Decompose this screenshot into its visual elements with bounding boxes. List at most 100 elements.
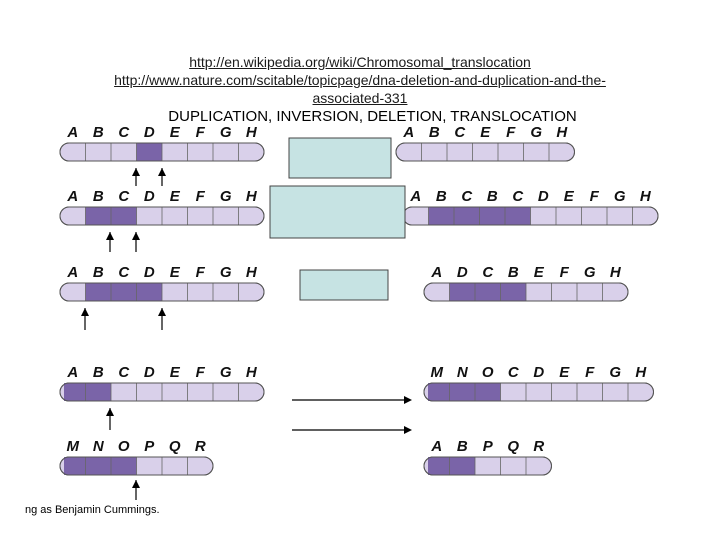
gene-label: D — [457, 264, 468, 281]
label-box-2 — [269, 185, 406, 239]
translocation-arrow-head — [404, 396, 412, 404]
gene-label: D — [144, 124, 155, 141]
gene-label: G — [220, 364, 232, 381]
gene-label: G — [584, 264, 596, 281]
link-nature-line1[interactable]: http://www.nature.com/scitable/topicpage… — [114, 72, 606, 88]
gene-label: F — [196, 124, 206, 141]
chromosome-outline — [59, 142, 265, 162]
highlighted-segment — [64, 383, 86, 401]
gene-label: O — [482, 364, 494, 381]
gene-label: F — [196, 188, 206, 205]
gene-label: H — [635, 364, 647, 381]
highlighted-segment — [500, 283, 526, 301]
highlighted-segment — [454, 207, 480, 225]
break-arrow-head — [106, 232, 114, 240]
chromosome-outline — [59, 382, 265, 402]
gene-label: A — [66, 188, 78, 205]
break-arrow-head — [132, 232, 140, 240]
gene-label: F — [590, 188, 600, 205]
gene-label: D — [144, 188, 155, 205]
highlighted-segment — [428, 383, 450, 401]
gene-label: F — [560, 264, 570, 281]
gene-label: F — [506, 124, 516, 141]
gene-label: H — [246, 188, 258, 205]
gene-label: A — [409, 188, 421, 205]
highlighted-segment — [475, 383, 501, 401]
gene-label: E — [534, 264, 545, 281]
link-nature-line2[interactable]: associated-331 — [312, 90, 408, 106]
highlighted-segment — [428, 457, 450, 475]
gene-label: H — [610, 264, 622, 281]
gene-label: G — [220, 124, 232, 141]
gene-label: Q — [169, 438, 181, 455]
gene-label: M — [431, 364, 444, 381]
gene-label: M — [67, 438, 80, 455]
gene-label: H — [640, 188, 652, 205]
highlighted-segment — [505, 207, 531, 225]
highlighted-segment — [136, 143, 162, 161]
label-box-1 — [288, 137, 392, 179]
gene-label: F — [196, 364, 206, 381]
gene-label: E — [170, 364, 181, 381]
gene-label: D — [144, 364, 155, 381]
gene-label: C — [512, 188, 524, 205]
gene-label: B — [457, 438, 468, 455]
highlighted-segment — [111, 457, 137, 475]
gene-label: D — [144, 264, 155, 281]
highlighted-segment — [64, 457, 86, 475]
gene-label: B — [93, 124, 104, 141]
break-arrow-head — [132, 168, 140, 176]
gene-label: C — [454, 124, 466, 141]
highlighted-segment — [479, 207, 505, 225]
highlighted-segment — [111, 207, 137, 225]
break-arrow-head — [158, 308, 166, 316]
gene-label: H — [556, 124, 568, 141]
gene-label: N — [93, 438, 105, 455]
gene-label: E — [564, 188, 575, 205]
highlighted-segment — [111, 283, 137, 301]
label-box-3 — [299, 269, 389, 301]
gene-label: A — [66, 124, 78, 141]
gene-label: G — [530, 124, 542, 141]
gene-label: E — [170, 264, 181, 281]
gene-label: H — [246, 264, 258, 281]
gene-label: A — [66, 364, 78, 381]
gene-label: C — [461, 188, 473, 205]
highlighted-segment — [449, 283, 475, 301]
gene-label: R — [533, 438, 544, 455]
gene-label: F — [585, 364, 595, 381]
gene-label: B — [508, 264, 519, 281]
translocation-arrow-head — [404, 426, 412, 434]
highlighted-segment — [136, 283, 162, 301]
gene-label: P — [144, 438, 155, 455]
gene-label: B — [487, 188, 498, 205]
gene-label: C — [118, 188, 130, 205]
gene-label: G — [614, 188, 626, 205]
chromosome-outline — [59, 282, 265, 302]
gene-label: B — [429, 124, 440, 141]
gene-label: A — [430, 264, 442, 281]
gene-label: E — [480, 124, 491, 141]
gene-label: G — [220, 264, 232, 281]
link-wikipedia[interactable]: http://en.wikipedia.org/wiki/Chromosomal… — [189, 54, 531, 70]
highlighted-segment — [449, 383, 475, 401]
gene-label: Q — [507, 438, 519, 455]
chromosome-outline — [395, 142, 575, 162]
break-arrow-head — [81, 308, 89, 316]
gene-label: H — [246, 364, 258, 381]
gene-label: G — [609, 364, 621, 381]
gene-label: B — [93, 264, 104, 281]
break-arrow-head — [158, 168, 166, 176]
gene-label: C — [118, 124, 130, 141]
gene-label: E — [170, 124, 181, 141]
highlighted-segment — [85, 383, 111, 401]
page-title: DUPLICATION, INVERSION, DELETION, TRANSL… — [168, 108, 577, 125]
gene-label: B — [436, 188, 447, 205]
gene-label: C — [482, 264, 494, 281]
gene-label: O — [118, 438, 130, 455]
highlighted-segment — [85, 283, 111, 301]
highlighted-segment — [449, 457, 475, 475]
gene-label: E — [559, 364, 570, 381]
gene-label: G — [220, 188, 232, 205]
